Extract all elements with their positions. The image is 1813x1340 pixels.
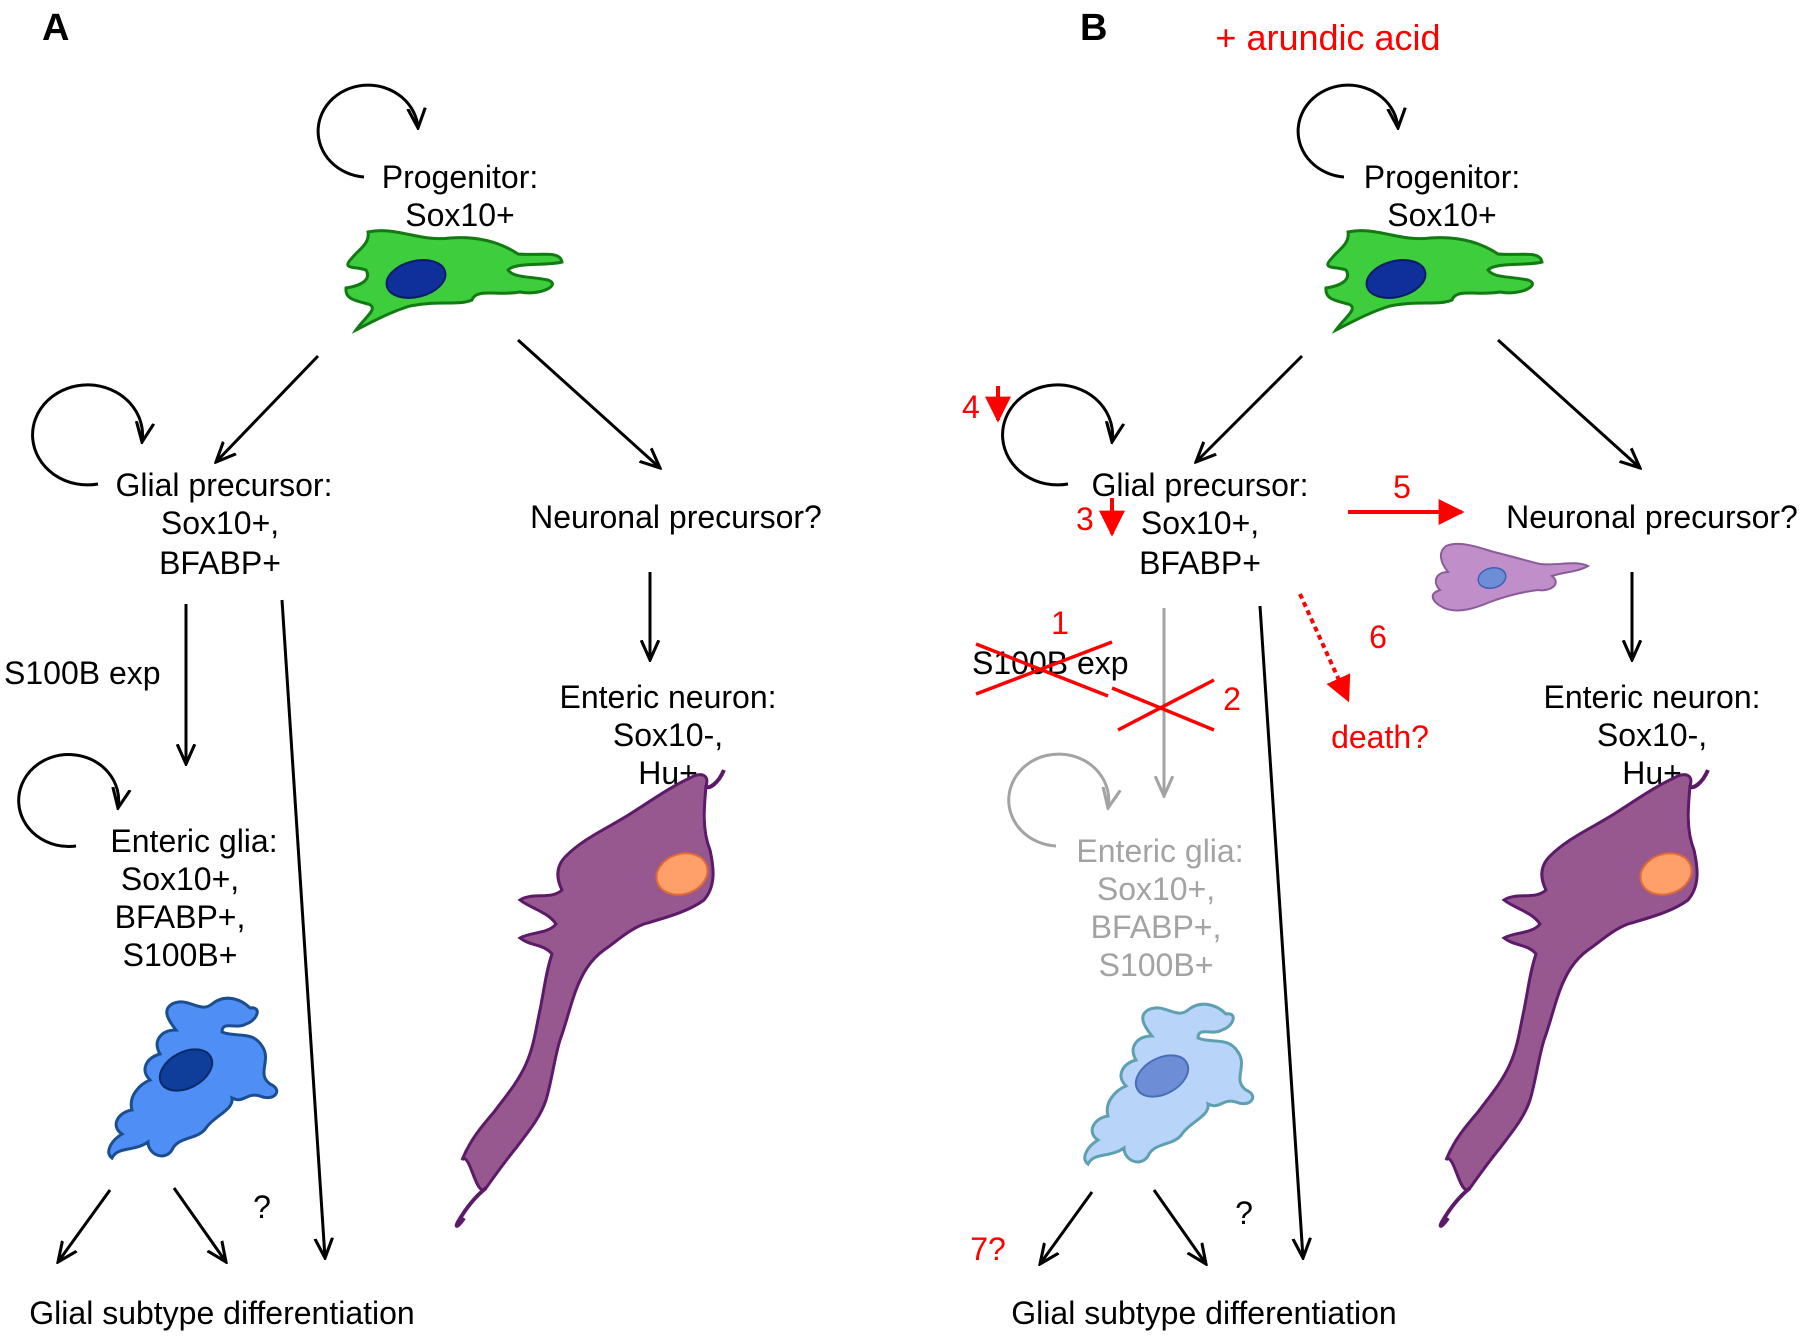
- cross-2-stroke-b: [1117, 678, 1215, 732]
- neuronal-precursor-cell-b: [1431, 542, 1591, 612]
- enteric-glia-marker3-b: S100B+: [1099, 947, 1214, 983]
- question-mark-a: ?: [253, 1189, 271, 1225]
- enteric-glia-marker1-a: Sox10+,: [121, 861, 239, 897]
- glial-precursor-label-a: Glial precursor:: [116, 467, 333, 503]
- question-mark-b: ?: [1235, 1195, 1253, 1231]
- cross-2-stroke-a: [1111, 686, 1215, 732]
- enteric-glia-marker2-a: BFABP+,: [115, 899, 246, 935]
- progenitor-loop-arrow-a: [316, 83, 418, 179]
- enteric-glia-to-subtype-arrow1-a: [58, 1189, 112, 1262]
- glial-subtype-label-b: Glial subtype differentiation: [1011, 1295, 1396, 1331]
- neuronal-precursor-label-a: Neuronal precursor?: [530, 499, 822, 535]
- enteric-glia-to-subtype-arrow2-a: [172, 1187, 226, 1262]
- neuronal-precursor-label-b: Neuronal precursor?: [1506, 499, 1798, 535]
- panel-a-letter: A: [42, 7, 69, 49]
- progenitor-cell-b: [1324, 229, 1544, 334]
- marker-2: 2: [1223, 681, 1241, 717]
- marker-3: 3: [1076, 501, 1094, 537]
- progenitor-to-glial-arrow-b: [1196, 354, 1304, 462]
- enteric-neuron-marker1-b: Sox10-,: [1597, 717, 1707, 753]
- panel-b: B + arundic acid Progenitor: Sox10+ 4 Gl…: [962, 7, 1798, 1331]
- enteric-glia-marker2-b: BFABP+,: [1091, 909, 1222, 945]
- death-label: death?: [1331, 719, 1429, 755]
- enteric-glia-loop-arrow-b: [1007, 752, 1109, 848]
- glial-precursor-marker2-a: BFABP+: [159, 545, 281, 581]
- enteric-neuron-label-b: Enteric neuron:: [1543, 679, 1760, 715]
- glial-precursor-marker2-b: BFABP+: [1139, 545, 1261, 581]
- treatment-label: + arundic acid: [1215, 17, 1440, 58]
- panel-b-letter: B: [1080, 7, 1107, 49]
- enteric-glia-marker1-b: Sox10+,: [1097, 871, 1215, 907]
- glial-precursor-loop-arrow-a: [31, 383, 143, 487]
- enteric-glia-to-subtype-arrow2-b: [1152, 1189, 1206, 1264]
- enteric-glia-marker3-a: S100B+: [123, 937, 238, 973]
- progenitor-label-b: Progenitor:: [1364, 159, 1521, 195]
- enteric-neuron-cell-b: [1438, 769, 1710, 1228]
- progenitor-marker-b: Sox10+: [1387, 197, 1496, 233]
- progenitor-loop-arrow-b: [1296, 83, 1398, 179]
- progenitor-label-a: Progenitor:: [382, 159, 539, 195]
- enteric-glia-loop-arrow-a: [17, 753, 119, 848]
- glial-precursor-loop-arrow-b: [1001, 383, 1113, 487]
- enteric-neuron-cell-a: [454, 769, 726, 1228]
- progenitor-to-neuronal-arrow-a: [516, 338, 660, 468]
- progenitor-cell-a: [344, 229, 564, 334]
- marker-5: 5: [1393, 469, 1411, 505]
- cross-1-stroke-b: [975, 640, 1113, 696]
- enteric-glia-label-b: Enteric glia:: [1076, 833, 1243, 869]
- marker-1: 1: [1051, 605, 1069, 641]
- enteric-glia-label-a: Enteric glia:: [110, 823, 277, 859]
- panel-a: A Progenitor: Sox10+ Glial precursor: So…: [4, 7, 822, 1331]
- death-dotted-arrow-6: [1298, 593, 1351, 703]
- glial-subtype-label-a: Glial subtype differentiation: [29, 1295, 414, 1331]
- glial-precursor-marker1-b: Sox10+,: [1141, 505, 1259, 541]
- glial-to-subtype-long-arrow-b: [1258, 605, 1303, 1258]
- marker-6: 6: [1369, 619, 1387, 655]
- glial-to-subtype-long-arrow-a: [280, 599, 325, 1258]
- progenitor-to-glial-arrow-a: [216, 354, 320, 462]
- progenitor-marker-a: Sox10+: [405, 197, 514, 233]
- s100b-exp-label-a: S100B exp: [4, 655, 161, 691]
- enteric-glia-cell-a: [107, 996, 279, 1161]
- enteric-neuron-marker1-a: Sox10-,: [613, 717, 723, 753]
- marker-4: 4: [962, 389, 980, 425]
- enteric-glia-cell-b: [1083, 1002, 1255, 1167]
- glial-precursor-label-b: Glial precursor:: [1092, 467, 1309, 503]
- enteric-neuron-label-a: Enteric neuron:: [559, 679, 776, 715]
- marker-7: 7?: [970, 1231, 1006, 1267]
- enteric-glia-to-subtype-arrow1-b: [1040, 1191, 1094, 1264]
- progenitor-to-neuronal-arrow-b: [1496, 338, 1640, 468]
- glial-precursor-marker1-a: Sox10+,: [161, 505, 279, 541]
